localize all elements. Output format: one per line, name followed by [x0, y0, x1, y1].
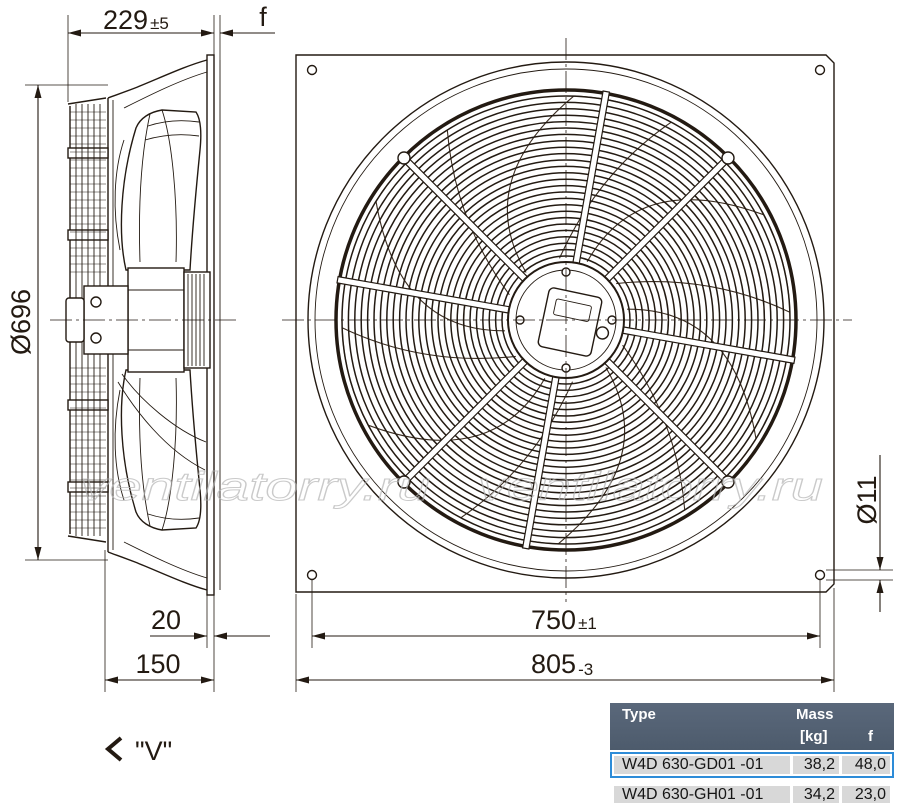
blades-side-top	[114, 109, 202, 271]
blade-edge	[114, 389, 125, 501]
blade-edge	[147, 120, 200, 127]
grille-spokes	[336, 90, 796, 550]
cell-f: 48,0	[842, 756, 890, 774]
cell-f: 23,0	[842, 786, 890, 803]
view-direction: "V"	[104, 736, 172, 766]
bolt-icon	[397, 475, 411, 489]
header-mass-unit: [kg]	[800, 728, 828, 745]
view-label: "V"	[135, 736, 172, 766]
blade-side	[120, 109, 202, 271]
blade-edge	[114, 139, 125, 251]
side-view	[65, 54, 221, 596]
table-row: W4D 630-GD01 -01 38,2 48,0	[610, 752, 894, 778]
mounting-hole	[306, 569, 318, 581]
table-header: Type Mass [kg] f	[610, 703, 894, 750]
inlet-nozzle-inner-bottom	[123, 541, 208, 579]
chevron-left-icon	[104, 736, 123, 762]
blade-edge	[147, 513, 200, 520]
dim-depth-tolerance: ±5	[150, 14, 169, 33]
mounting-hole	[814, 569, 826, 581]
dim-depth-label: 229±5	[103, 5, 169, 35]
watermark: ventilatorry.ru ventilatorry.ru	[80, 465, 824, 510]
blade-edge	[121, 373, 207, 443]
dim-f-label: f	[259, 2, 267, 32]
inlet-nozzle-top	[107, 59, 208, 99]
inlet-nozzle-inner-top	[123, 71, 208, 109]
dim-plate-value: 805	[531, 649, 576, 679]
blade-edge	[144, 134, 200, 141]
front-view	[295, 54, 835, 593]
watermark-text: ventilatorry.ru	[80, 465, 430, 509]
blade-edge	[117, 381, 206, 471]
terminal-box-label	[553, 298, 592, 322]
mounting-hole	[814, 64, 826, 76]
dim-hole-label: Ø11	[852, 475, 882, 524]
bolt-icon	[397, 151, 411, 165]
dim-hole-pitch-value: 750	[531, 605, 576, 635]
terminal-box-cover	[537, 287, 603, 357]
dim-nozzle-label: 150	[135, 649, 180, 679]
cable-gland-icon	[595, 326, 610, 340]
bolt-icon	[90, 332, 102, 344]
center-lines	[50, 38, 852, 602]
bolt-icon	[721, 475, 735, 489]
dim-diameter-label: Ø696	[6, 289, 36, 355]
dim-flange-label: 20	[151, 605, 181, 635]
dim-hole-pitch-label: 750±1	[531, 605, 597, 635]
guard-bolts	[397, 151, 735, 489]
blade-edge	[139, 113, 151, 263]
header-f: f	[868, 728, 873, 745]
watermark-text: ventilatorry.ru	[478, 465, 823, 509]
header-type: Type	[622, 706, 656, 723]
mounting-hole	[306, 64, 318, 76]
guard-bottom-cap	[67, 535, 107, 543]
guard-top-cap	[67, 97, 107, 105]
spec-table: Type Mass [kg] f W4D 630-GD01 -01 38,2 4…	[610, 703, 894, 807]
cell-type: W4D 630-GH01 -01	[614, 786, 790, 803]
hub-terminal-box	[537, 287, 610, 357]
dim-depth-value: 229	[103, 5, 148, 35]
dim-plate-tolerance: -3	[578, 660, 593, 679]
header-mass: Mass	[796, 706, 834, 723]
dim-hole-pitch-tolerance: ±1	[578, 614, 597, 633]
blade-edge	[139, 377, 151, 527]
bolt-icon	[90, 296, 102, 308]
cell-mass: 38,2	[793, 756, 839, 774]
table-row: W4D 630-GH01 -01 34,2 23,0	[610, 782, 894, 807]
inlet-nozzle-bottom	[107, 551, 208, 591]
dim-plate-label: 805-3	[531, 649, 593, 679]
cell-mass: 34,2	[793, 786, 839, 803]
bolt-icon	[721, 151, 735, 165]
dimensions: 229±5 f Ø696 20 150 750±1 805-3	[6, 2, 893, 692]
cell-type: W4D 630-GD01 -01	[614, 756, 790, 774]
